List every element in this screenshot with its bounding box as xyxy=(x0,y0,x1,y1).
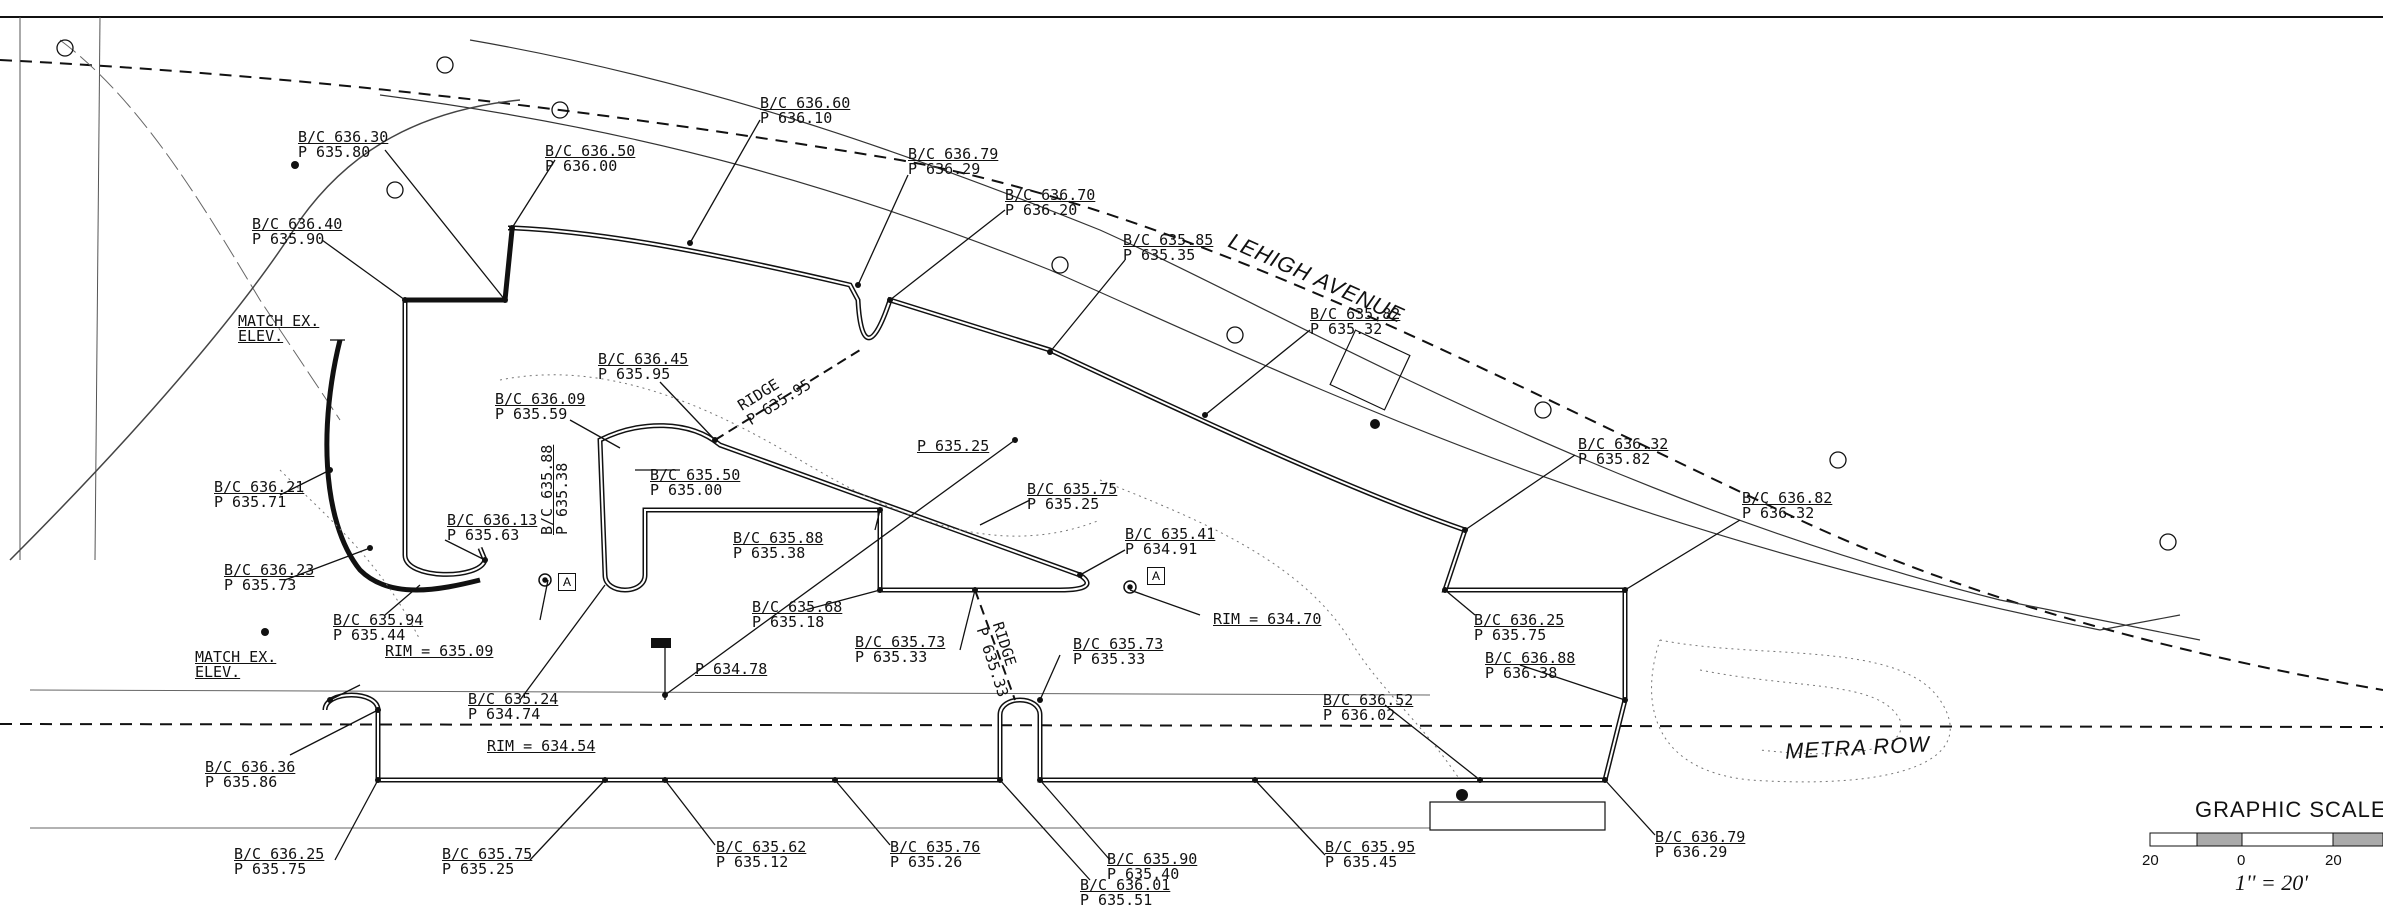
contour-west xyxy=(279,469,421,641)
tree-1 xyxy=(1534,401,1552,419)
tree-5 xyxy=(1051,256,1069,274)
graphic-scale-bar xyxy=(2149,832,2383,847)
hydrant-2 xyxy=(1456,789,1468,801)
west-curb-arc xyxy=(9,99,521,561)
tree-4 xyxy=(551,101,569,119)
lehigh-pavement-edge-south xyxy=(379,94,2181,631)
match-existing-label: MATCH EX.ELEV. xyxy=(195,648,277,681)
ridge-line-south xyxy=(974,589,1016,701)
lehigh-pavement-edge-north xyxy=(469,39,2201,641)
row-line-metra xyxy=(0,723,2383,728)
ridge-line-north xyxy=(714,349,861,441)
metra-edge-1 xyxy=(29,689,1431,696)
graphic-scale-tick: 0 xyxy=(2237,852,2246,869)
tree-9 xyxy=(386,181,404,199)
inlet-symbol xyxy=(651,638,671,648)
pavement-spot-label: P 635.25 xyxy=(917,437,990,455)
benchmark-1 xyxy=(291,161,299,169)
graphic-scale-title: GRAPHIC SCALE xyxy=(2195,797,2383,822)
rim-elevation-label: RIM = 634.70 xyxy=(1213,610,1322,628)
tree-3 xyxy=(2159,533,2177,551)
hatched-pad xyxy=(1329,329,1411,411)
row-line-lehigh xyxy=(0,59,2383,691)
parking-island-inner xyxy=(598,424,1088,591)
pavement-spot-label: P 634.78 xyxy=(695,660,768,678)
catch-basins xyxy=(538,573,1137,594)
spot-dots xyxy=(327,225,1628,783)
match-existing-label: MATCH EX.ELEV. xyxy=(238,312,320,345)
structure-tag: A xyxy=(1147,567,1165,585)
leader-lines xyxy=(279,119,1741,881)
contour-637 xyxy=(1651,639,1951,783)
tree-8 xyxy=(436,56,454,74)
graphic-scale-tick: 20 xyxy=(2325,852,2342,869)
structure-tag: A xyxy=(558,573,576,591)
tree-7 xyxy=(56,39,74,57)
metra-pad xyxy=(1429,801,1606,831)
graphic-scale-tick: 20 xyxy=(2142,852,2159,869)
rim-elevation-label: RIM = 635.09 xyxy=(385,642,494,660)
tree-2 xyxy=(1829,451,1847,469)
graphic-scale-ratio: 1'' = 20' xyxy=(2235,870,2308,895)
rim-elevation-label: RIM = 634.54 xyxy=(487,737,596,755)
property-line-2 xyxy=(94,16,101,561)
tree-6 xyxy=(1226,326,1244,344)
benchmark-2 xyxy=(261,628,269,636)
contour-634 xyxy=(1699,669,1902,755)
parking-curb-main-inner xyxy=(324,227,1626,781)
electric-line xyxy=(59,39,341,421)
parking-curb-west-bulb xyxy=(324,339,481,593)
hydrant-1 xyxy=(1370,419,1380,429)
